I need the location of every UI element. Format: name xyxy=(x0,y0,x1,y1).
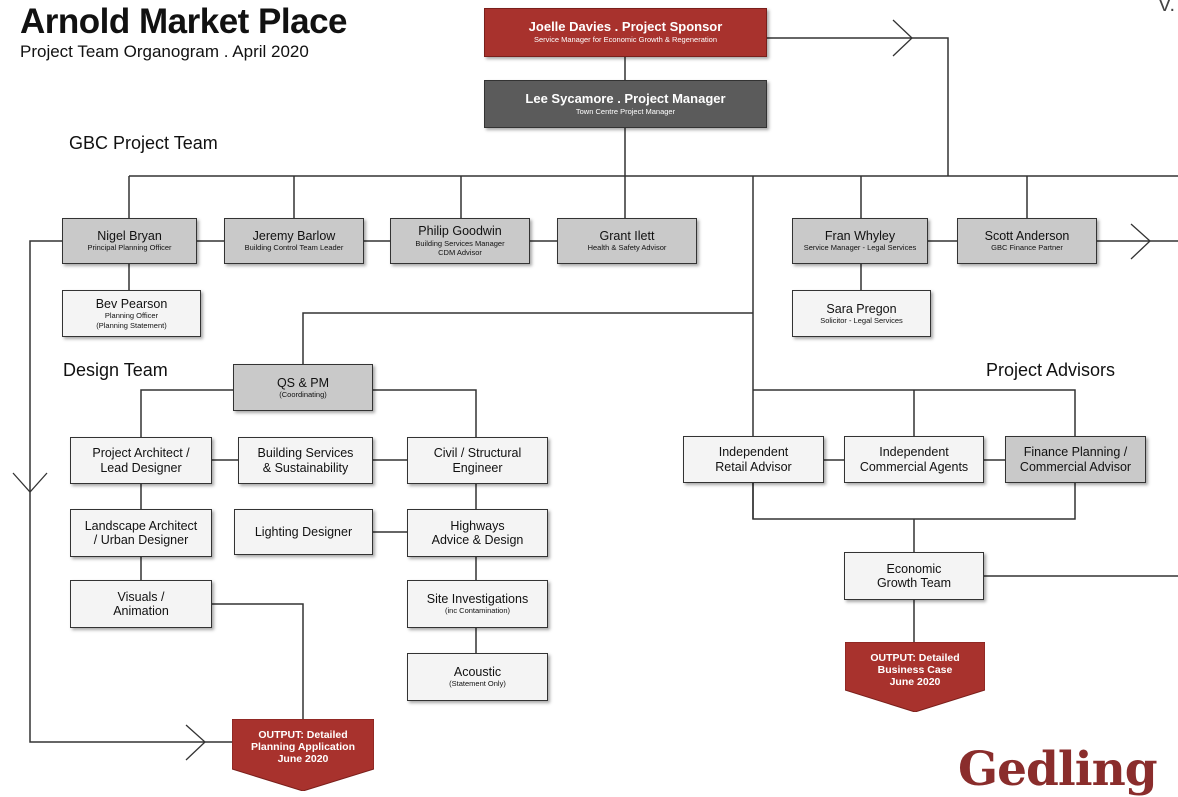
design-lighting-designer-box: Lighting Designer xyxy=(234,509,373,555)
team-member-jeremy-barlow: Jeremy Barlow Building Control Team Lead… xyxy=(224,218,364,264)
box-line: Commercial Advisor xyxy=(1019,459,1132,474)
team-member-fran-whyley: Fran Whyley Service Manager - Legal Serv… xyxy=(792,218,928,264)
section-design-team: Design Team xyxy=(63,360,168,380)
box-role: GBC Finance Partner xyxy=(991,243,1063,253)
box-line: & Sustainability xyxy=(262,460,349,475)
box-line: Finance Planning / xyxy=(1023,445,1128,460)
box-name: Philip Goodwin xyxy=(418,224,502,239)
box-line: Civil / Structural xyxy=(433,446,522,461)
team-member-grant-ilett: Grant Ilett Health & Safety Advisor xyxy=(557,218,697,264)
box-line: Commercial Agents xyxy=(859,459,969,474)
box-name: Sara Pregon xyxy=(826,301,897,316)
box-role: Building Services Manager xyxy=(415,238,505,248)
output-shield-icon xyxy=(232,719,374,791)
box-line: Retail Advisor xyxy=(715,459,792,474)
arrow-chevron-icon xyxy=(892,19,913,57)
box-line: Project Architect / xyxy=(92,446,190,461)
project-sponsor-box: Joelle Davies . Project Sponsor Service … xyxy=(484,8,767,57)
box-role: (Coordinating) xyxy=(279,389,327,399)
design-landscape-architect-box: Landscape Architect / Urban Designer xyxy=(70,509,212,557)
design-qs-pm-box: QS & PM (Coordinating) xyxy=(233,364,373,411)
advisor-commercial-agents-box: Independent Commercial Agents xyxy=(844,436,984,483)
output-line: June 2020 xyxy=(277,753,329,766)
box-role: Service Manager - Legal Services xyxy=(803,243,917,253)
box-name: Nigel Bryan xyxy=(97,229,162,243)
page-title: Arnold Market Place xyxy=(20,2,348,41)
box-line: Building Services xyxy=(257,446,354,461)
box-line: / Urban Designer xyxy=(93,533,189,547)
box-line: Lead Designer xyxy=(100,460,182,475)
box-role: (inc Contamination) xyxy=(444,606,511,616)
team-member-scott-anderson: Scott Anderson GBC Finance Partner xyxy=(957,218,1097,264)
box-line: Economic xyxy=(886,561,942,576)
box-name: Jeremy Barlow xyxy=(252,229,336,243)
advisor-economic-growth-box: Economic Growth Team xyxy=(844,552,984,600)
team-member-bev-pearson: Bev Pearson Planning Officer (Planning S… xyxy=(62,290,201,337)
box-role: Building Control Team Leader xyxy=(244,243,344,253)
page-subtitle: Project Team Organogram . April 2020 xyxy=(20,42,309,61)
box-name: Acoustic xyxy=(453,665,502,679)
box-line: Visuals / xyxy=(117,589,165,604)
box-name: Bev Pearson xyxy=(95,296,168,311)
advisor-finance-planning-box: Finance Planning / Commercial Advisor xyxy=(1005,436,1146,483)
output-line: Planning Application xyxy=(250,741,356,754)
box-role: (Statement Only) xyxy=(449,679,506,689)
box-role-secondary: CDM Advisor xyxy=(438,248,482,258)
box-role: Solicitor - Legal Services xyxy=(820,315,903,325)
arrow-chevron-icon xyxy=(12,472,48,493)
box-line: Advice & Design xyxy=(431,533,524,547)
box-name: Scott Anderson xyxy=(984,229,1070,243)
output-business-case: OUTPUT: Detailed Business Case June 2020 xyxy=(845,642,985,712)
version-label: V. xyxy=(1158,0,1176,16)
design-building-services-box: Building Services & Sustainability xyxy=(238,437,373,484)
design-acoustic-box: Acoustic (Statement Only) xyxy=(407,653,548,701)
box-name: QS & PM xyxy=(276,375,330,390)
output-planning-application: OUTPUT: Detailed Planning Application Ju… xyxy=(232,719,374,791)
design-visuals-box: Visuals / Animation xyxy=(70,580,212,628)
box-name: Fran Whyley xyxy=(824,229,896,243)
box-name: Grant Ilett xyxy=(599,229,655,243)
output-shield-icon xyxy=(845,642,985,712)
design-site-investigations-box: Site Investigations (inc Contamination) xyxy=(407,580,548,628)
box-line: Lighting Designer xyxy=(254,524,353,539)
box-name: Joelle Davies . Project Sponsor xyxy=(528,19,723,35)
section-project-advisors: Project Advisors xyxy=(986,360,1116,380)
box-role: Planning Officer xyxy=(104,311,159,321)
arrow-chevron-icon xyxy=(185,724,206,761)
output-line: June 2020 xyxy=(889,676,941,689)
design-project-architect-box: Project Architect / Lead Designer xyxy=(70,437,212,484)
section-gbc-project-team: GBC Project Team xyxy=(69,133,218,153)
team-member-philip-goodwin: Philip Goodwin Building Services Manager… xyxy=(390,218,530,264)
project-manager-box: Lee Sycamore . Project Manager Town Cent… xyxy=(484,80,767,128)
box-name: Site Investigations xyxy=(426,592,529,606)
box-line: Highways xyxy=(450,518,505,533)
gedling-logo: Gedling xyxy=(958,742,1158,797)
design-civil-structural-box: Civil / Structural Engineer xyxy=(407,437,548,484)
box-line: Growth Team xyxy=(876,576,952,590)
team-member-sara-pregon: Sara Pregon Solicitor - Legal Services xyxy=(792,290,931,337)
box-role-secondary: (Planning Statement) xyxy=(96,320,167,330)
box-role: Health & Safety Advisor xyxy=(587,243,667,253)
arrow-chevron-icon xyxy=(1130,223,1151,260)
box-role: Principal Planning Officer xyxy=(87,243,172,253)
output-line: OUTPUT: Detailed xyxy=(870,652,960,664)
box-line: Engineer xyxy=(452,460,503,475)
box-role: Service Manager for Economic Growth & Re… xyxy=(533,35,717,45)
box-name: Lee Sycamore . Project Manager xyxy=(525,90,726,106)
box-line: Animation xyxy=(113,604,169,618)
advisor-retail-box: Independent Retail Advisor xyxy=(683,436,824,483)
design-highways-box: Highways Advice & Design xyxy=(407,509,548,557)
output-line: Business Case xyxy=(877,664,953,677)
box-line: Independent xyxy=(879,445,949,460)
output-line: OUTPUT: Detailed xyxy=(258,729,348,741)
box-line: Landscape Architect xyxy=(84,518,198,533)
box-role: Town Centre Project Manager xyxy=(575,106,676,116)
box-line: Independent xyxy=(718,445,789,460)
team-member-nigel-bryan: Nigel Bryan Principal Planning Officer xyxy=(62,218,197,264)
